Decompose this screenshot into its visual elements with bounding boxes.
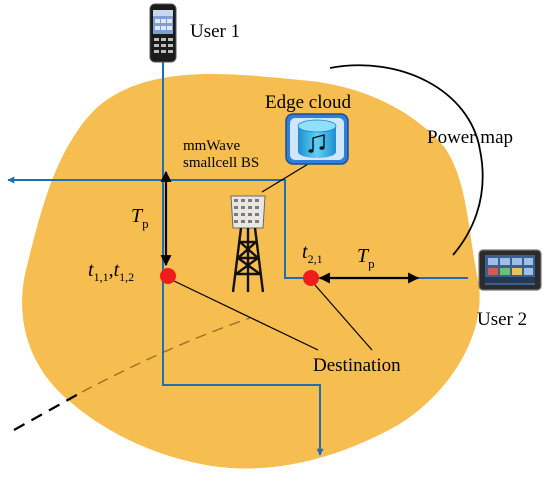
destination-label: Destination [313,355,401,376]
road-dashed-outside [13,391,83,431]
t11-t12-label: t1,1,t1,2 [88,259,134,284]
t21-label: t2,1 [302,241,323,266]
edge-cloud-label: Edge cloud [265,92,352,113]
tablet-icon [478,249,542,291]
destination-dot-user2 [303,270,319,286]
edge-cloud-panel [285,113,349,165]
destination-leader-2 [314,284,373,351]
cell-tower-icon [230,195,266,293]
user1-label: User 1 [190,21,240,42]
bs-label-line2: smallcell BS [183,155,259,171]
bs-label-line1: mmWave [183,138,240,154]
music-note-icon [297,119,337,158]
power-map-label: Power map [427,127,513,148]
tp-horizontal-label: Tp [357,245,375,271]
tp-vertical-label: Tp [131,205,149,231]
user2-label: User 2 [477,309,527,330]
power-map-arc [329,64,484,256]
destination-dot-user1 [160,268,176,284]
road-dashed-inside [81,317,251,393]
coverage-region [22,73,480,469]
destination-leader-1 [171,279,319,351]
mobile-phone-icon [149,3,177,63]
